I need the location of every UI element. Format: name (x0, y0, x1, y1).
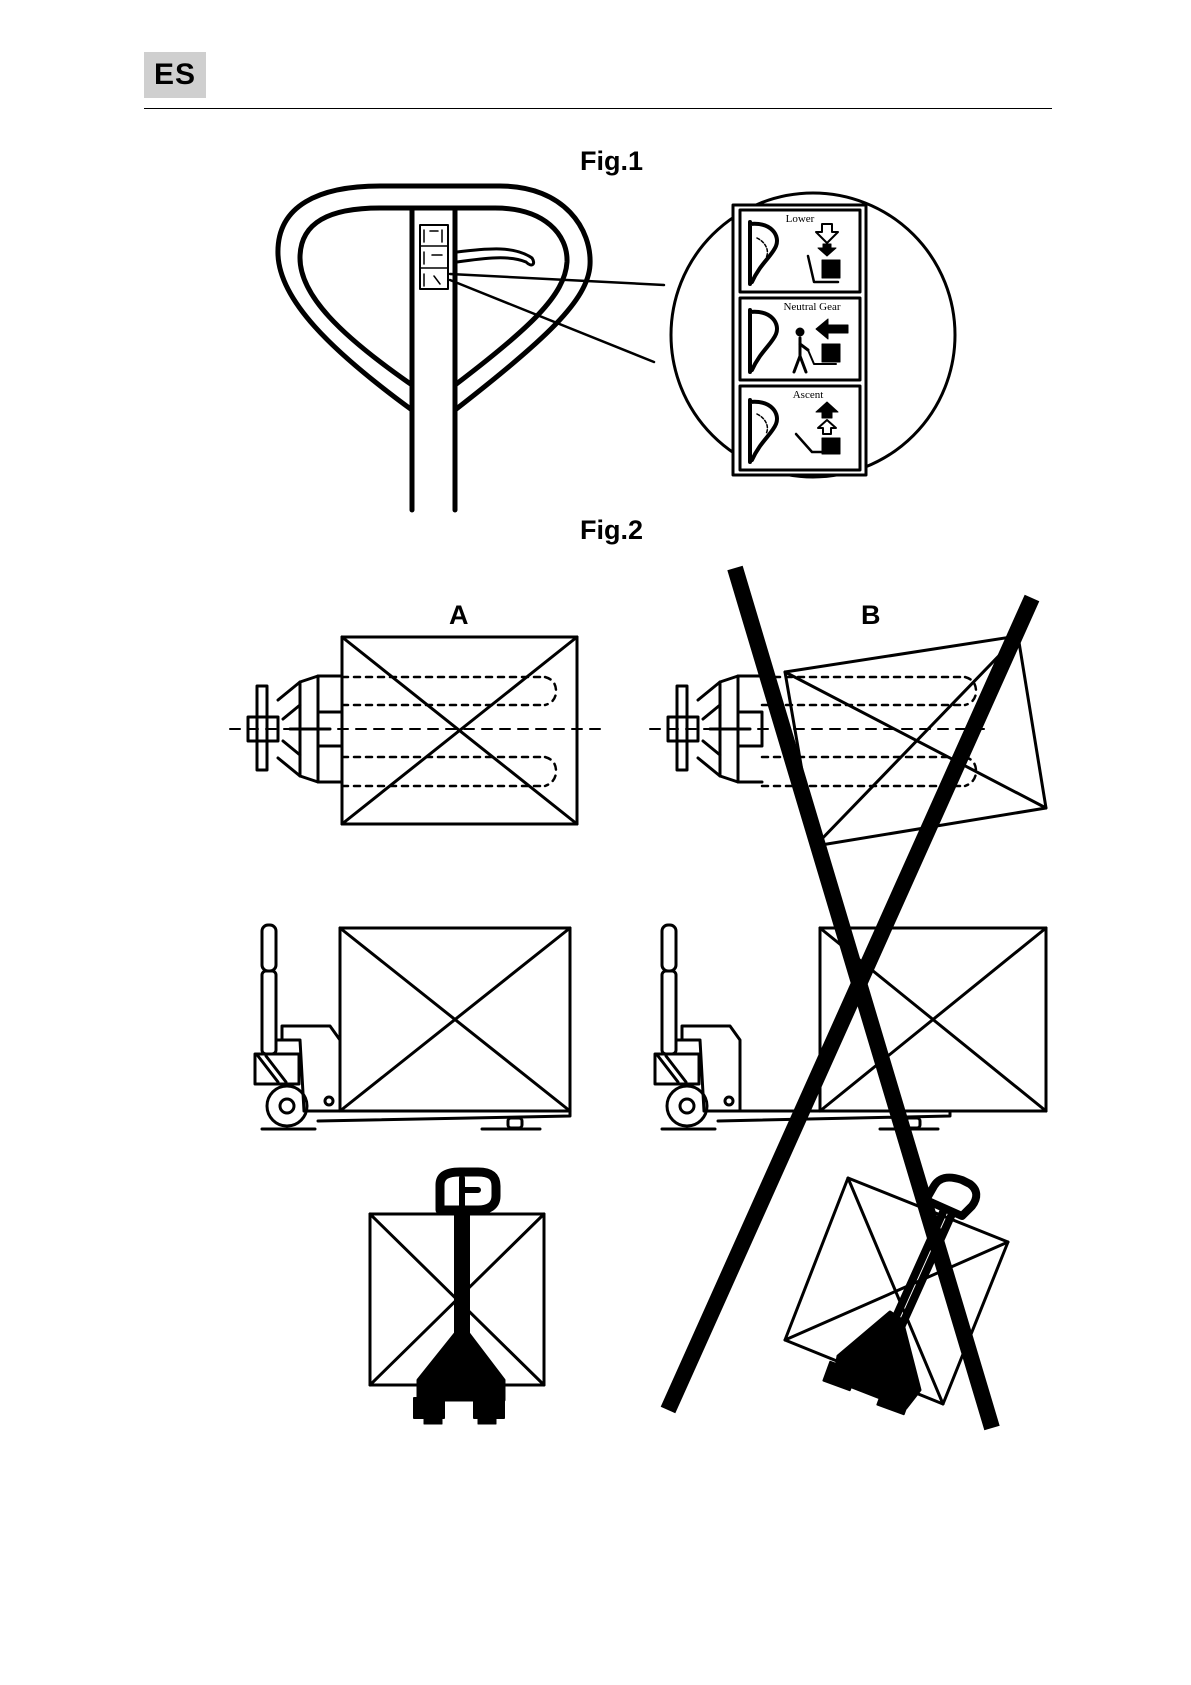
fig1-handle-drawing (278, 186, 664, 510)
fig2-a-top-view (230, 637, 605, 824)
incorrect-cross-out (668, 568, 1032, 1428)
pictogram-label-neutral-gear: Neutral Gear (783, 301, 840, 313)
pictogram-label-lower: Lower (786, 213, 815, 225)
fig2-a-rear-view (370, 1172, 544, 1424)
fig1-zoom-callout: Lower Neutral Gear Ascent (671, 193, 955, 477)
fig2-a-side-view (255, 925, 570, 1129)
pictogram-label-ascent: Ascent (793, 389, 824, 401)
fig2-b-top-view (650, 636, 1046, 846)
